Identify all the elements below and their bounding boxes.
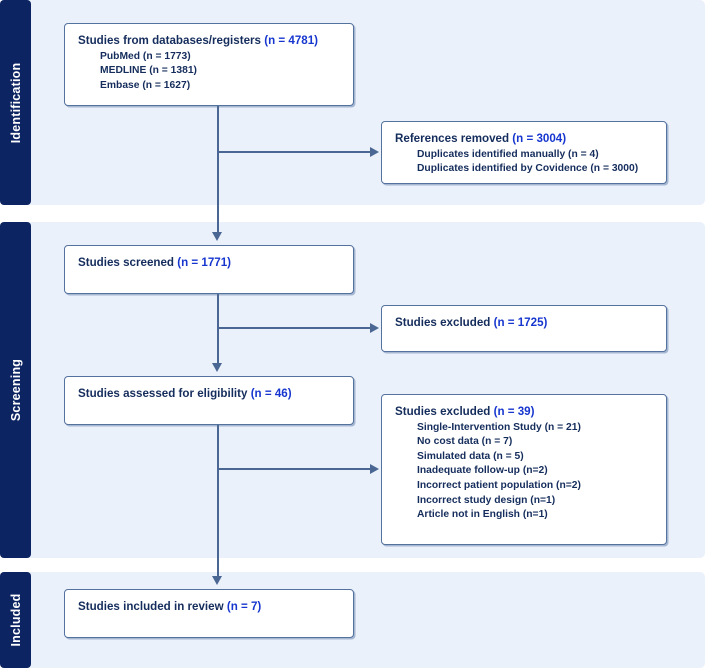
list-item: Single-Intervention Study (n = 21) (417, 421, 581, 433)
node-studies-assessed-for-eligibility: Studies assessed for eligibility (n = 46… (64, 376, 354, 425)
node-title-count: (n = 3004) (512, 132, 567, 145)
arrowhead-right-references-removed (370, 146, 379, 157)
node-studies-excluded-eligibility: Studies excluded (n = 39) Single-Interve… (381, 394, 667, 545)
stage-tab-identification: Identification (0, 0, 31, 205)
node-title-count: (n = 46) (250, 387, 292, 400)
list-item: Incorrect study design (n=1) (417, 494, 556, 506)
stage-label-screening: Screening (8, 358, 23, 422)
node-references-removed: References removed (n = 3004) Duplicates… (381, 121, 667, 184)
node-title: Studies screened (n = 1771) (78, 255, 341, 271)
node-sublist: Duplicates identified manually (n = 4) D… (395, 148, 654, 177)
node-title-count: (n = 4781) (264, 34, 319, 47)
node-title: Studies from databases/registers (n = 47… (78, 33, 341, 49)
list-item: PubMed (n = 1773) (100, 50, 191, 62)
node-studies-screened: Studies screened (n = 1771) (64, 245, 354, 294)
connector-databases-to-screened (217, 106, 220, 237)
list-item: Article not in English (n=1) (417, 509, 548, 521)
node-title-text: References removed (395, 132, 513, 145)
arrowhead-down-screened (211, 232, 222, 241)
node-title-text: Studies excluded (395, 316, 494, 329)
arrowhead-down-included (211, 576, 222, 585)
list-item: Embase (n = 1627) (100, 79, 191, 91)
node-title-count: (n = 1725) (493, 316, 548, 329)
stage-label-included: Included (8, 593, 23, 647)
node-sublist: PubMed (n = 1773) MEDLINE (n = 1381) Emb… (78, 50, 341, 94)
node-title-text: Studies from databases/registers (78, 34, 265, 47)
node-title-text: Studies assessed for eligibility (78, 387, 251, 400)
list-item: MEDLINE (n = 1381) (100, 65, 197, 77)
stage-tab-screening: Screening (0, 222, 31, 558)
connector-to-studies-excluded-eligibility (217, 468, 372, 471)
node-title: Studies assessed for eligibility (n = 46… (78, 386, 341, 402)
node-studies-from-databases: Studies from databases/registers (n = 47… (64, 23, 354, 106)
node-title: Studies included in review (n = 7) (78, 599, 341, 615)
node-title-count: (n = 1771) (177, 256, 232, 269)
list-item: Duplicates identified by Covidence (n = … (417, 163, 639, 175)
connector-to-studies-excluded-screening (217, 327, 372, 330)
node-title: Studies excluded (n = 1725) (395, 315, 654, 331)
connector-screened-to-assessed (217, 294, 220, 368)
arrowhead-right-studies-excluded-eligibility (370, 463, 379, 474)
list-item: No cost data (n = 7) (417, 436, 513, 448)
connector-to-references-removed (217, 151, 372, 154)
node-studies-included-in-review: Studies included in review (n = 7) (64, 589, 354, 638)
node-title: Studies excluded (n = 39) (395, 404, 654, 420)
node-title-text: Studies excluded (395, 405, 494, 418)
list-item: Inadequate follow-up (n=2) (417, 465, 548, 477)
stage-tab-included: Included (0, 572, 31, 668)
stage-label-identification: Identification (8, 62, 23, 143)
node-title-text: Studies included in review (78, 600, 227, 613)
node-title-text: Studies screened (78, 256, 178, 269)
node-sublist: Single-Intervention Study (n = 21) No co… (395, 421, 654, 523)
node-studies-excluded-screening: Studies excluded (n = 1725) (381, 305, 667, 352)
list-item: Duplicates identified manually (n = 4) (417, 148, 599, 160)
node-title-count: (n = 39) (493, 405, 535, 418)
list-item: Incorrect patient population (n=2) (417, 480, 581, 492)
arrowhead-right-studies-excluded-screening (370, 322, 379, 333)
node-title-count: (n = 7) (226, 600, 262, 613)
list-item: Simulated data (n = 5) (417, 450, 524, 462)
node-title: References removed (n = 3004) (395, 131, 654, 147)
connector-assessed-to-included (217, 425, 220, 581)
arrowhead-down-assessed (211, 363, 222, 372)
